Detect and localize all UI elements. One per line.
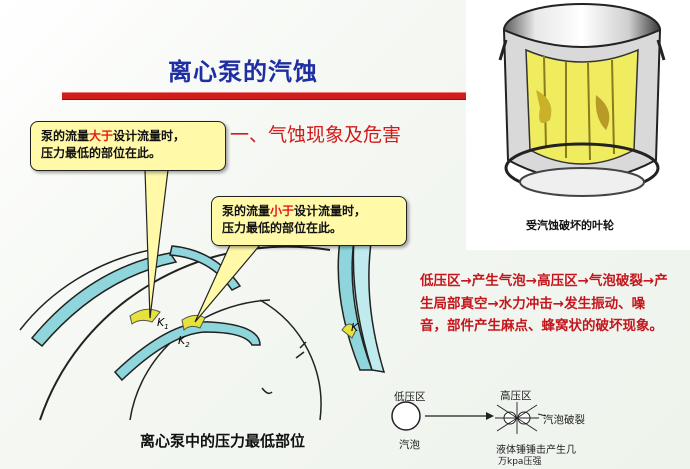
title-underline bbox=[62, 92, 467, 100]
cavitation-zone-k1 bbox=[129, 308, 161, 325]
bubble-burst-icon bbox=[495, 402, 539, 434]
callout-line2: 压力最低的部位在此。 bbox=[41, 146, 162, 160]
impeller-caption: 受汽蚀破坏的叶轮 bbox=[526, 219, 614, 232]
impeller-photo bbox=[466, 0, 690, 250]
high-pressure-label: 高压区 bbox=[500, 390, 532, 402]
callout-small-flow: 泵的流量小于设计流量时， 压力最低的部位在此。 bbox=[211, 196, 407, 246]
diagram-caption: 离心泵中的压力最低部位 bbox=[140, 432, 306, 450]
marker-k2: K2 bbox=[178, 334, 190, 350]
bubble-burst-label: 汽泡破裂 bbox=[543, 414, 585, 426]
callout-line2: 压力最低的部位在此。 bbox=[222, 221, 343, 235]
bubble-label: 汽泡 bbox=[399, 439, 420, 451]
liquid-hammer-label: 液体锤锤击产生几 bbox=[496, 445, 576, 456]
pressure-value-label: 万kpa压强 bbox=[498, 457, 542, 467]
low-pressure-label: 低压区 bbox=[394, 391, 426, 403]
marker-k1: K1 bbox=[157, 316, 169, 332]
callout-line1: 泵的流量大于设计流量时， bbox=[41, 129, 186, 143]
marker-k: K bbox=[351, 321, 359, 334]
callout1-pointer bbox=[144, 169, 169, 319]
section-heading: 一、气蚀现象及危害 bbox=[230, 124, 402, 146]
cavitation-process-text: 低压区→产生气泡→高压区→气泡破裂→产生局部真空→水力冲击→发生振动、噪音，部件… bbox=[420, 273, 668, 334]
bubble-circle bbox=[391, 401, 421, 431]
impeller-blade bbox=[113, 321, 261, 382]
separate-blade bbox=[352, 235, 386, 373]
page-title: 离心泵的汽蚀 bbox=[168, 58, 318, 86]
impeller-blade bbox=[169, 245, 242, 291]
cavitation-zone-k2 bbox=[181, 314, 206, 332]
callout-large-flow: 泵的流量大于设计流量时， 压力最低的部位在此。 bbox=[30, 121, 226, 171]
damaged-impeller-illustration bbox=[498, 3, 666, 197]
impeller-blade bbox=[30, 252, 178, 348]
callout-line1: 泵的流量小于设计流量时， bbox=[222, 204, 367, 218]
